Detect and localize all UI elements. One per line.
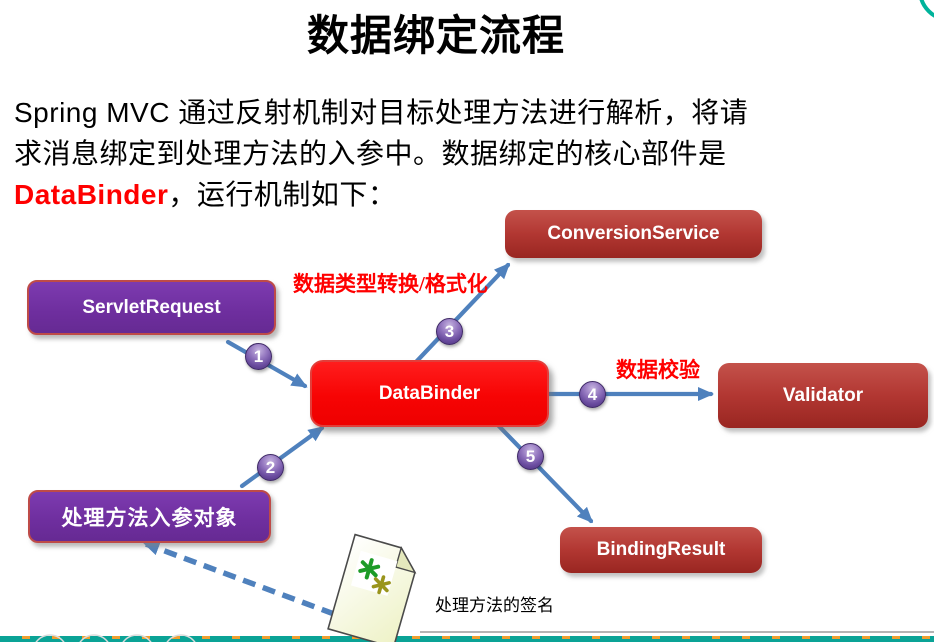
node-servlet-request: ServletRequest: [27, 280, 276, 335]
step-badge-4: 4: [579, 381, 606, 408]
node-label: 处理方法入参对象: [61, 505, 238, 530]
document-dogear: [394, 545, 417, 574]
intro-databinder-highlight: DataBinder: [14, 179, 169, 210]
node-conversion-service: ConversionService: [505, 210, 762, 258]
asterisk-green-icon: [358, 558, 381, 580]
node-label: Validator: [782, 384, 864, 406]
document-icon: [327, 533, 417, 642]
page-title: 数据绑定流程: [306, 12, 565, 59]
intro-line-2: 求消息绑定到处理方法的入参中。数据绑定的核心部件是: [14, 138, 727, 169]
footer-watermark-circles: [35, 634, 196, 642]
node-binding-result: BindingResult: [560, 527, 762, 573]
asterisk-olive-icon: [371, 575, 391, 595]
annotation-signature: 处理方法的签名: [435, 596, 554, 615]
node-label: ServletRequest: [82, 296, 221, 318]
watermark-circle: [122, 634, 152, 642]
node-label: DataBinder: [378, 382, 481, 404]
node-data-binder: DataBinder: [310, 360, 549, 427]
node-param-object: 处理方法入参对象: [28, 490, 271, 543]
step-badge-2: 2: [257, 454, 284, 481]
annotation-validation: 数据校验: [616, 358, 700, 382]
step-badge-3: 3: [436, 318, 463, 345]
watermark-circle: [79, 634, 109, 642]
step-badge-5: 5: [517, 443, 544, 470]
node-label: ConversionService: [547, 223, 720, 244]
node-label: BindingResult: [596, 539, 726, 560]
watermark-circle: [166, 634, 196, 642]
arrow-step-5: [491, 418, 594, 524]
node-validator: Validator: [718, 363, 928, 428]
intro-line-1: Spring MVC 通过反射机制对目标处理方法进行解析，将请: [14, 97, 749, 128]
arrow-step-2: [239, 425, 325, 489]
intro-text: Spring MVC 通过反射机制对目标处理方法进行解析，将请 求消息绑定到处理…: [14, 92, 922, 215]
step-badge-1: 1: [245, 343, 272, 370]
arrow-step-3: [413, 262, 511, 365]
footer-hairline: [420, 631, 934, 633]
intro-line-3: ，运行机制如下：: [168, 179, 397, 210]
signature-dashed-arrow: [143, 541, 335, 617]
corner-accent-arc: [919, 0, 934, 18]
footer-accent-bar: [0, 636, 934, 642]
watermark-circle: [35, 634, 65, 642]
annotation-conversion: 数据类型转换/格式化: [293, 272, 488, 296]
